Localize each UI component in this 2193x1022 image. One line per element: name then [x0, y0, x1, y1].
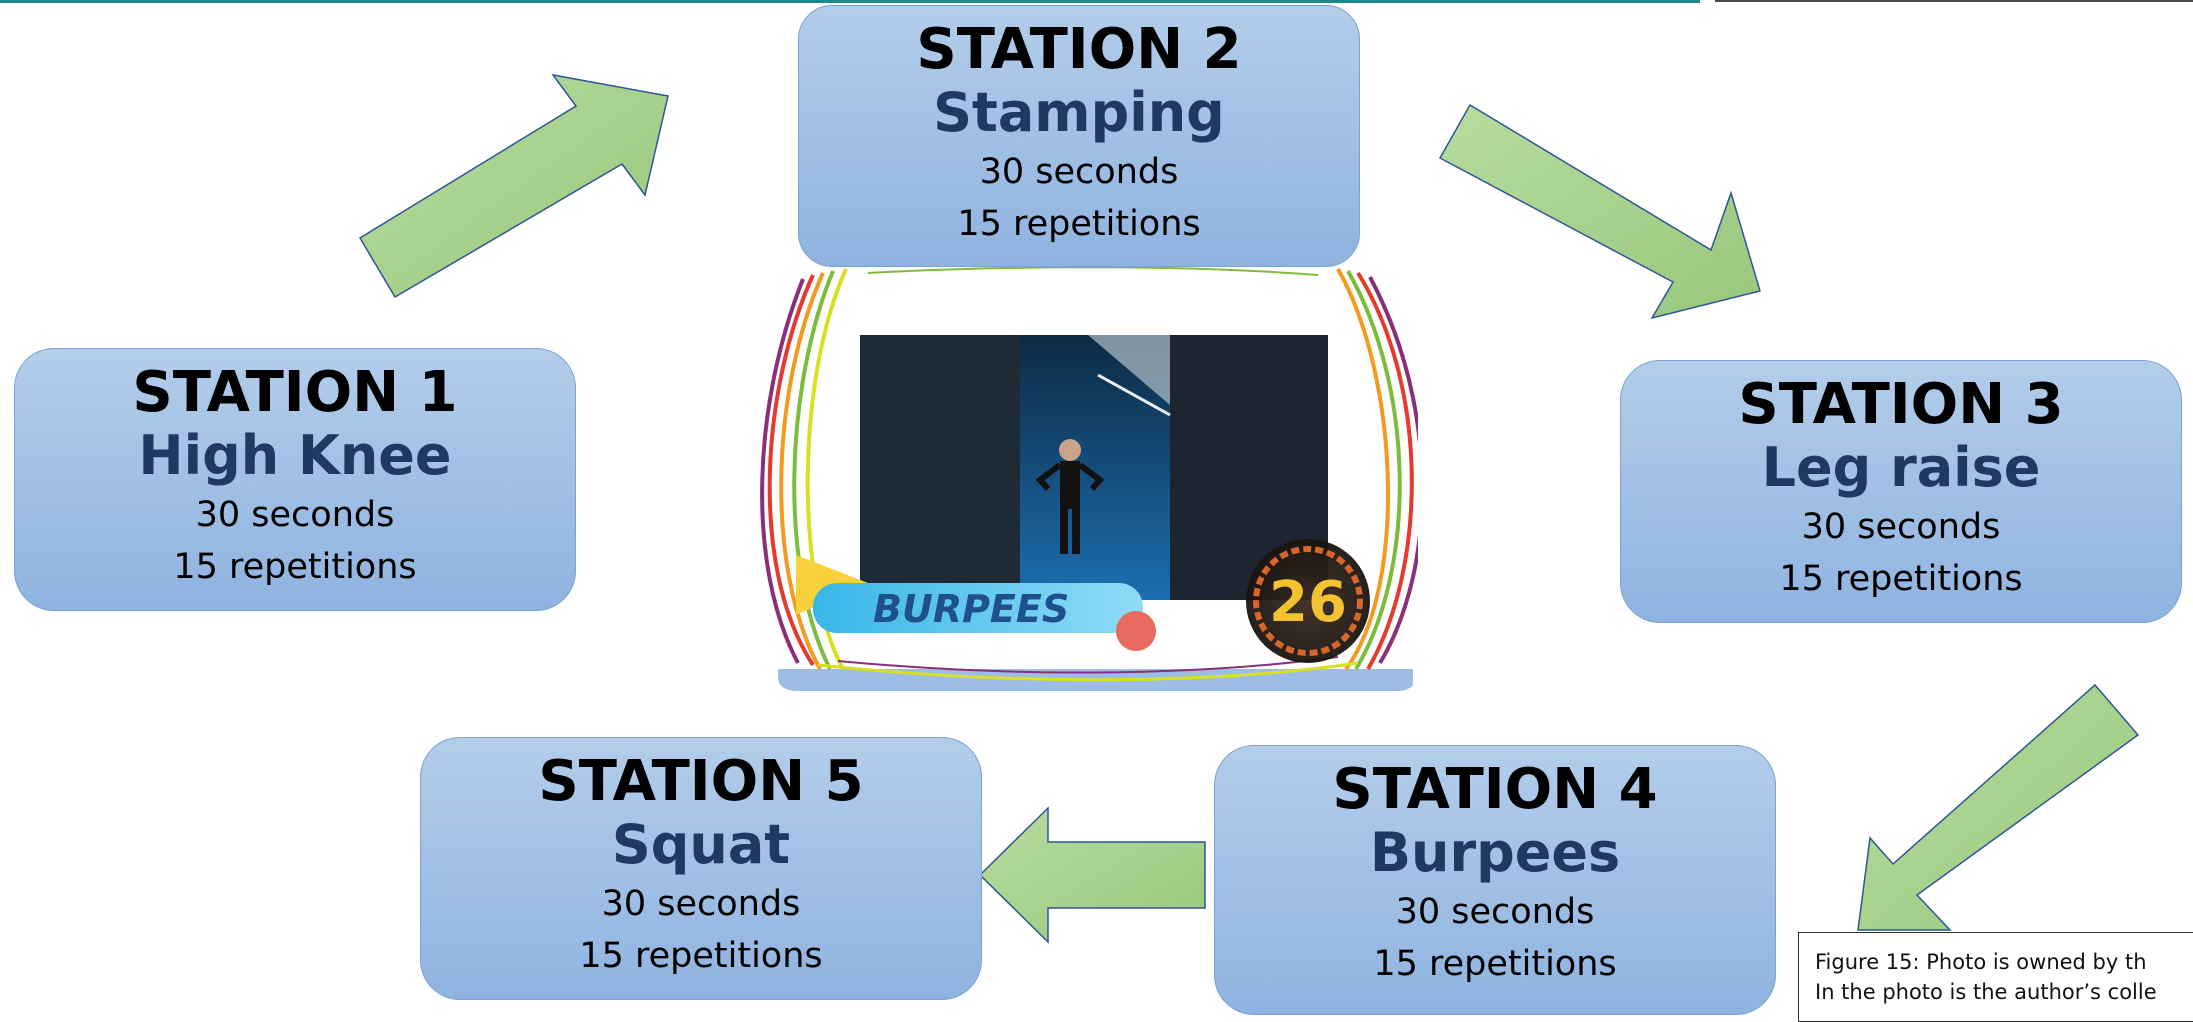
station-3-box: STATION 3 Leg raise 30 seconds 15 repeti…	[1620, 360, 2182, 623]
caption-line-1: Figure 15: Photo is owned by th	[1815, 950, 2147, 974]
arrow-s4-to-s5	[978, 806, 1206, 944]
station-exercise: Leg raise	[1761, 436, 2041, 499]
station-title: STATION 5	[538, 749, 864, 814]
arrow-s3-to-s4	[1857, 683, 2140, 931]
timer-text: 26	[1269, 570, 1347, 635]
station-2-box: STATION 2 Stamping 30 seconds 15 repetit…	[798, 5, 1360, 267]
station-5-box: STATION 5 Squat 30 seconds 15 repetition…	[420, 737, 982, 1000]
arrow-s1-to-s2	[358, 73, 669, 299]
station-1-box: STATION 1 High Knee 30 seconds 15 repeti…	[14, 348, 576, 611]
station-reps: 15 repetitions	[957, 204, 1201, 244]
station-title: STATION 2	[916, 17, 1242, 82]
station-title: STATION 4	[1332, 757, 1658, 822]
station-reps: 15 repetitions	[1779, 559, 2023, 599]
station-exercise: Stamping	[933, 81, 1225, 144]
station-title: STATION 3	[1738, 372, 2064, 437]
station-duration: 30 seconds	[979, 152, 1179, 192]
station-4-box: STATION 4 Burpees 30 seconds 15 repetiti…	[1214, 745, 1776, 1015]
station-reps: 15 repetitions	[173, 547, 417, 587]
top-rule-right	[1715, 0, 2193, 2]
caption-line-2: In the photo is the author’s colle	[1815, 980, 2157, 1004]
exercise-photo: BURPEES 26	[758, 256, 1425, 691]
station-reps: 15 repetitions	[1373, 944, 1617, 984]
figure-caption: Figure 15: Photo is owned by th In the p…	[1798, 932, 2193, 1022]
banner-text: BURPEES	[873, 587, 1069, 631]
station-exercise: Burpees	[1369, 821, 1621, 884]
station-exercise: Squat	[611, 813, 791, 876]
station-title: STATION 1	[132, 360, 458, 425]
station-exercise: High Knee	[138, 424, 452, 487]
arrow-s2-to-s3-main	[1438, 103, 1761, 320]
station-duration: 30 seconds	[1395, 892, 1595, 932]
station-duration: 30 seconds	[601, 884, 801, 924]
station-duration: 30 seconds	[1801, 507, 2001, 547]
top-rule	[0, 0, 1700, 3]
station-reps: 15 repetitions	[579, 936, 823, 976]
station-duration: 30 seconds	[195, 495, 395, 535]
